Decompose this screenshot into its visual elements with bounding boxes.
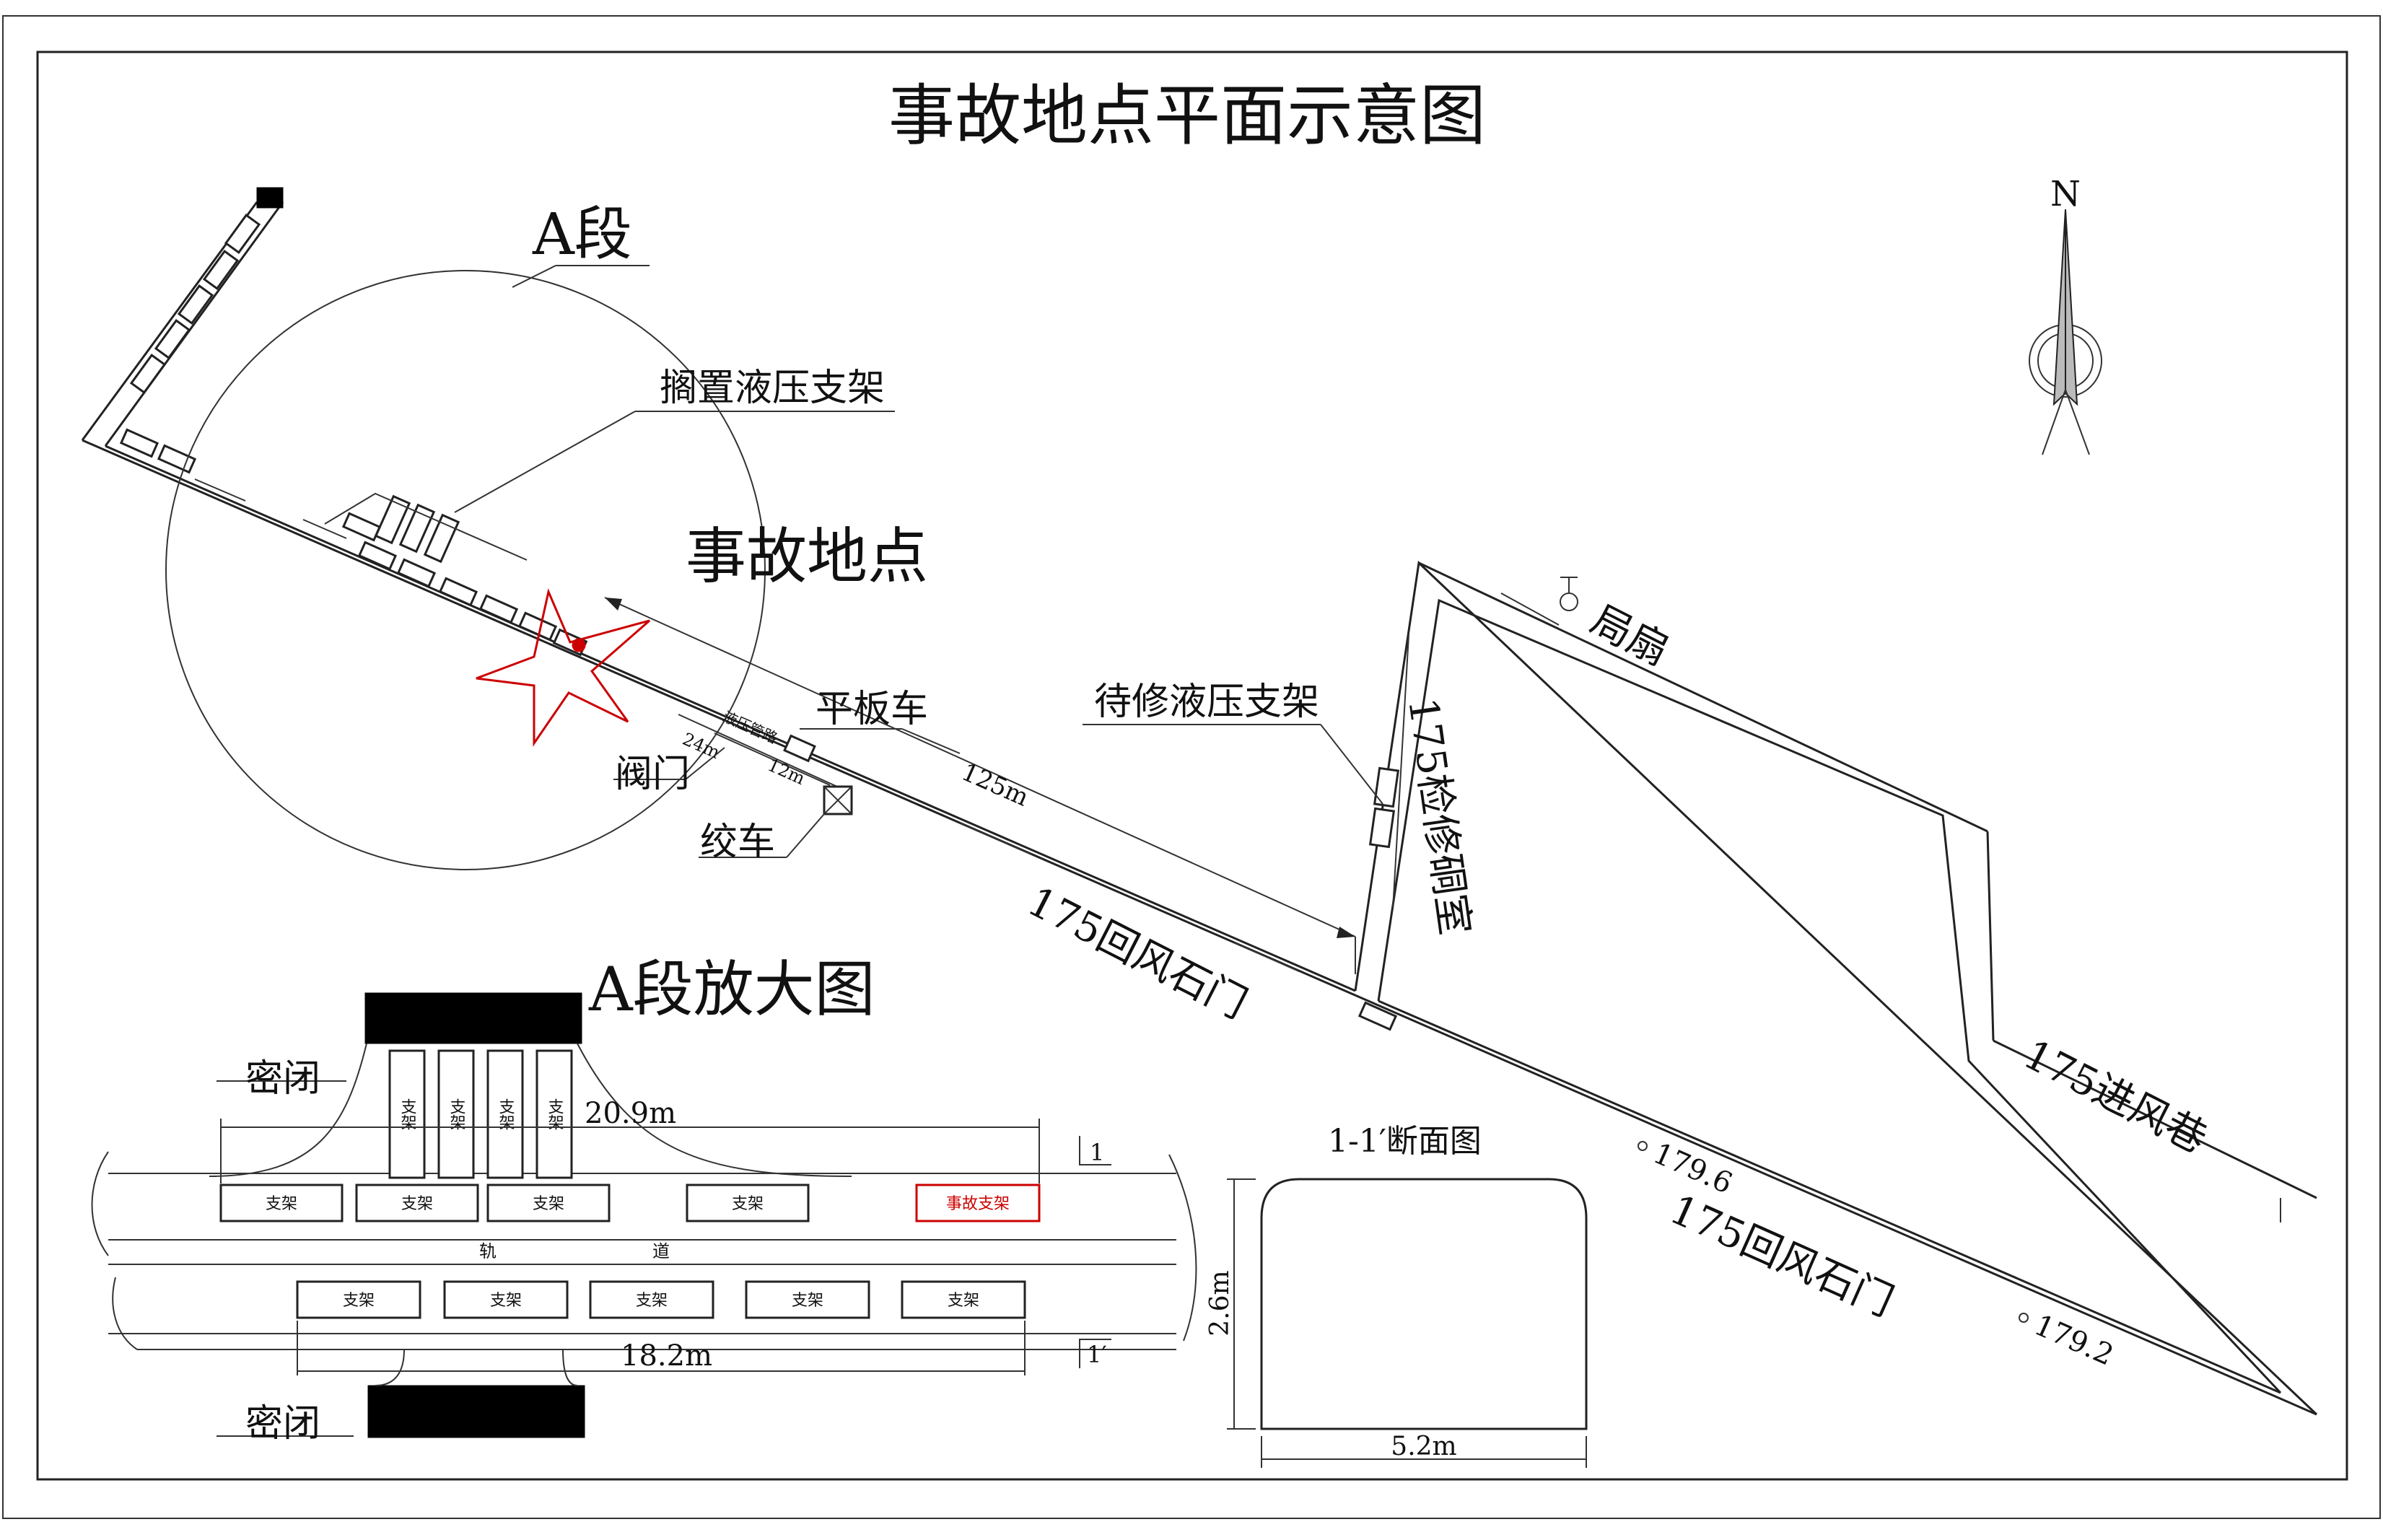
diagram-title: 事故地点平面示意图 — [888, 77, 1486, 154]
north-label: N — [2050, 174, 2081, 214]
accident-point-icon — [572, 638, 586, 652]
return-gate-label-2: 175回风石门 — [1663, 1186, 1900, 1326]
u-support-3: 支架 — [533, 1195, 564, 1213]
repair-chamber-label: 175检修硐室 — [1399, 695, 1478, 938]
north-arrow-icon: N — [2029, 174, 2102, 455]
l-support-1: 支架 — [343, 1292, 375, 1310]
v-support-1: 支架 — [398, 1098, 417, 1130]
enlarged-title: A段放大图 — [588, 954, 875, 1025]
section-a-circle — [165, 270, 766, 870]
l-support-3: 支架 — [636, 1292, 668, 1310]
section-mark-top: 1 — [1090, 1139, 1104, 1166]
section-height-label: 2.6m — [1205, 1270, 1235, 1336]
pending-supports-label: 待修液压支架 — [1094, 681, 1319, 724]
seal-bottom-label: 密闭 — [245, 1402, 320, 1445]
u-support-2: 支架 — [401, 1195, 433, 1213]
v-support-2: 支架 — [447, 1098, 466, 1130]
inner-frame — [36, 51, 2348, 1481]
winch-label: 绞车 — [700, 821, 775, 864]
stored-supports-label: 搁置液压支架 — [660, 367, 885, 410]
seal-top-label: 密闭 — [245, 1057, 320, 1101]
accident-site-label: 事故地点 — [686, 521, 928, 592]
vertical-support-group: 支架 支架 支架 支架 — [388, 1049, 573, 1179]
u-support-4: 支架 — [732, 1195, 764, 1213]
track-label-2: 道 — [652, 1241, 670, 1261]
elevation-179-2: 179.2 — [2029, 1308, 2118, 1373]
accident-support-box — [915, 1184, 1041, 1222]
stored-hydraulic-supports — [324, 492, 528, 564]
upper-support-row: 支架 支架 支架 支架 — [219, 1184, 810, 1222]
upper-branch-roadway — [81, 187, 284, 447]
valve-label: 阀门 — [615, 753, 690, 796]
lower-support-row: 支架 支架 支架 支架 支架 — [296, 1280, 1026, 1319]
section-a-label: A段 — [532, 201, 632, 268]
dim-125-label: 125m — [957, 758, 1033, 813]
track-label: 轨 — [479, 1241, 497, 1261]
accident-support-label: 事故支架 — [946, 1195, 1010, 1213]
dim-20-9: 20.9m — [585, 1097, 676, 1130]
dim-18-2: 18.2m — [621, 1339, 712, 1373]
winch-icon — [823, 785, 853, 815]
section-mark-bottom: 1′ — [1087, 1341, 1107, 1368]
u-support-1: 支架 — [266, 1195, 297, 1213]
dim-12-label: 12m — [765, 755, 808, 789]
track-ticks — [194, 478, 1560, 972]
outer-frame — [2, 15, 2381, 1519]
l-support-2: 支架 — [490, 1292, 522, 1310]
roadway-supports — [119, 428, 588, 657]
section-width-label: 5.2m — [1391, 1432, 1456, 1461]
section-profile — [1260, 1178, 1588, 1430]
v-support-4: 支架 — [546, 1098, 564, 1130]
accident-star-icon — [476, 588, 650, 747]
seal-top-block — [364, 992, 582, 1044]
flat-car-label: 平板车 — [816, 688, 928, 731]
branch-supports — [129, 214, 261, 394]
repair-chamber-roadway — [1354, 560, 2318, 1416]
flat-car-icon — [783, 734, 816, 763]
seal-bottom-block — [367, 1385, 585, 1438]
v-support-3: 支架 — [497, 1098, 515, 1130]
l-support-5: 支架 — [948, 1292, 979, 1310]
main-return-roadway — [82, 439, 2317, 1416]
local-fan-icon — [1560, 577, 1578, 611]
l-support-4: 支架 — [792, 1292, 823, 1310]
section-view-title: 1-1′断面图 — [1328, 1123, 1482, 1160]
dimension-125m: 125m — [604, 597, 1356, 974]
pipe-label: 液压管路 — [720, 708, 780, 747]
